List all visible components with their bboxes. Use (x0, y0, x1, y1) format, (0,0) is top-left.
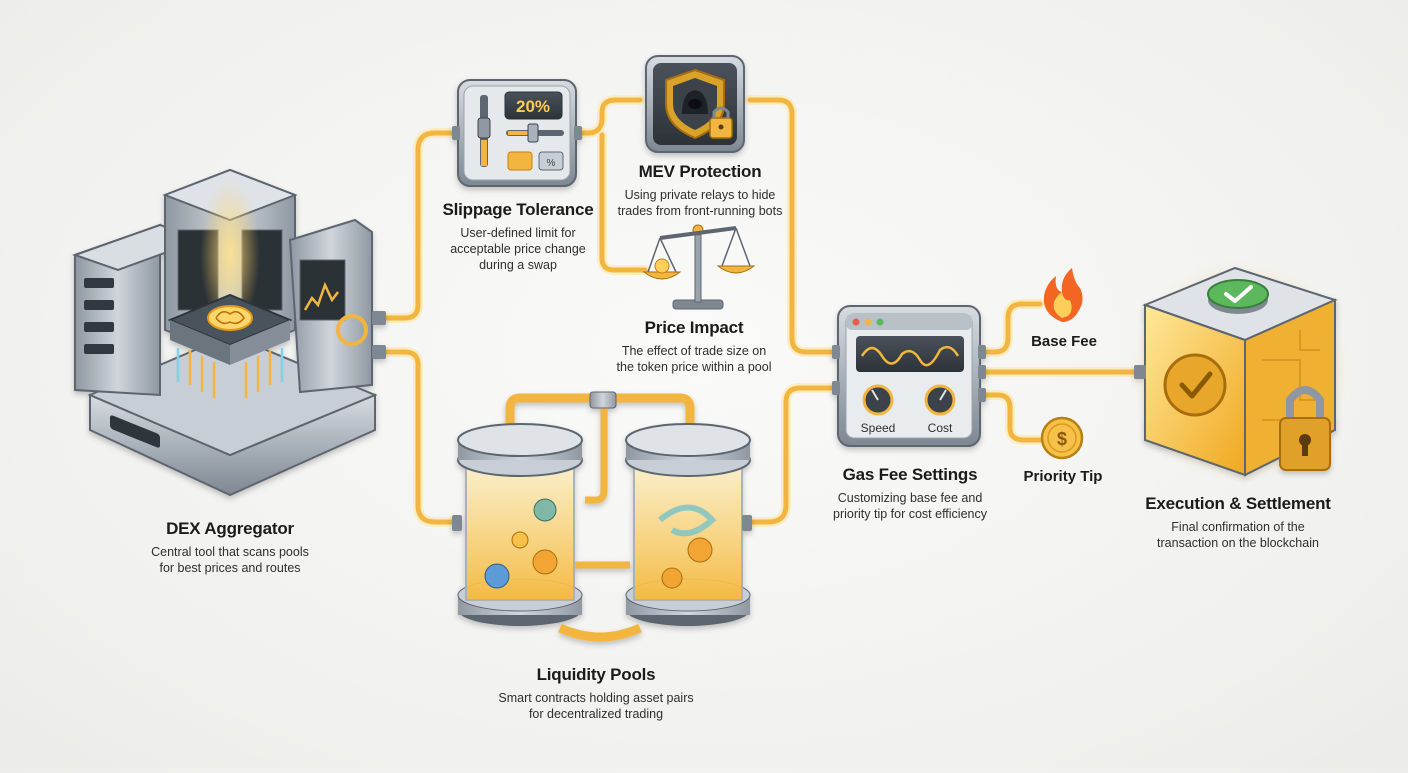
slippage-label: Slippage Tolerance User-defined limit fo… (418, 200, 618, 273)
mev-title: MEV Protection (638, 162, 762, 181)
slippage-percent-symbol: % (547, 158, 556, 169)
gas-fee-label: Gas Fee Settings Customizing base fee an… (800, 465, 1020, 522)
base-fee-label: Base Fee (1031, 333, 1097, 350)
execution-label: Execution & Settlement Final confirmatio… (1118, 494, 1358, 551)
slippage-display-value: 20% (516, 97, 550, 116)
dex-aggregator-title: DEX Aggregator (166, 519, 294, 538)
dollar-coin-icon (1040, 416, 1084, 460)
balance-scale-icon (642, 224, 756, 310)
price-impact-desc: The effect of trade size on the token pr… (616, 344, 772, 374)
hooded-shield-lock-icon (645, 55, 745, 153)
priority-tip-label: Priority Tip (1023, 468, 1103, 485)
cost-knob-label: Cost (928, 421, 953, 435)
slider-panel-icon (452, 79, 582, 187)
dex-aggregator-desc: Central tool that scans pools for best p… (151, 545, 309, 575)
price-impact-title: Price Impact (644, 318, 744, 337)
twin-tank-icon (452, 391, 752, 642)
liquidity-title: Liquidity Pools (536, 665, 656, 684)
liquidity-desc: Smart contracts holding asset pairs for … (498, 691, 694, 721)
mev-desc: Using private relays to hide trades from… (617, 188, 783, 218)
execution-title: Execution & Settlement (1145, 494, 1331, 513)
slippage-desc: User-defined limit for acceptable price … (450, 226, 586, 272)
locked-cube-check-icon (1130, 260, 1350, 480)
execution-desc: Final confirmation of the transaction on… (1157, 520, 1319, 550)
price-impact-label: Price Impact The effect of trade size on… (594, 318, 794, 375)
dex-aggregator-label: DEX Aggregator Central tool that scans p… (120, 519, 340, 576)
mev-label: MEV Protection Using private relays to h… (600, 162, 800, 219)
gas-fee-title: Gas Fee Settings (842, 465, 978, 484)
gas-fee-desc: Customizing base fee and priority tip fo… (833, 491, 987, 521)
slippage-title: Slippage Tolerance (442, 200, 594, 219)
speed-knob-label: Speed (861, 421, 896, 435)
flame-icon (1043, 268, 1083, 322)
gauge-window-icon (832, 305, 986, 447)
pipe-network (380, 95, 1145, 527)
coin-dollar-symbol: $ (1057, 429, 1067, 449)
liquidity-label: Liquidity Pools Smart contracts holding … (476, 665, 716, 722)
server-brain-icon (71, 168, 386, 497)
